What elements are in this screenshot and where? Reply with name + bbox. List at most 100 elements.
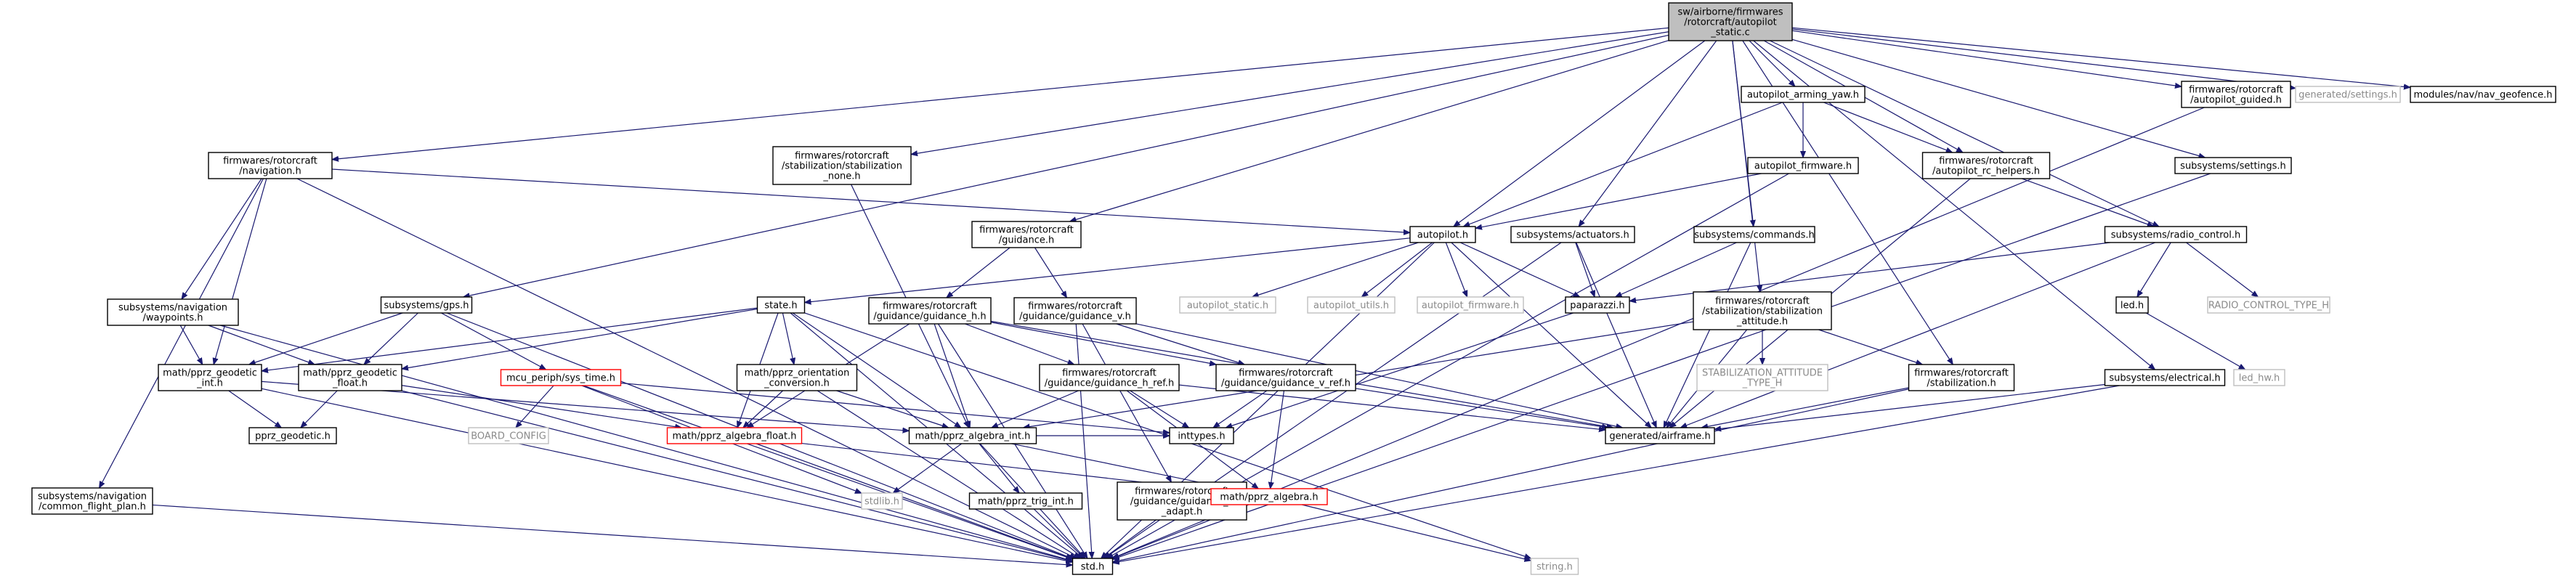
node-math-pprz-orientation-conversion-h[interactable]: math/pprz_orientation_conversion.h: [736, 364, 858, 391]
node-label-line: string.h: [1536, 562, 1573, 573]
node-math-pprz-algebra-h[interactable]: math/pprz_algebra.h: [1210, 488, 1328, 505]
node-subsystems-navigation-common-flight-plan-h[interactable]: subsystems/navigation/common_flight_plan…: [31, 487, 153, 515]
node-math-pprz-geodetic-float-h[interactable]: math/pprz_geodetic_float.h: [298, 364, 402, 391]
edge-n1-to-n26: [182, 178, 262, 299]
edge-n8-to-n14: [2022, 178, 2153, 227]
node-box: [298, 364, 402, 391]
node-autopilot-arming-yaw-h[interactable]: autopilot_arming_yaw.h: [1741, 86, 1866, 103]
node-firmwares-rotorcraft-autopilot-rc-helpers-h[interactable]: firmwares/rotorcraft/autopilot_rc_helper…: [1921, 152, 2051, 179]
node-autopilot-utils-h: autopilot_utils.h: [1307, 296, 1396, 314]
edge-n17-to-n40: [933, 323, 970, 428]
node-label-line: std.h: [1081, 562, 1105, 573]
node-box: [2104, 369, 2226, 386]
node-math-pprz-algebra-int-h[interactable]: math/pprz_algebra_int.h: [908, 427, 1037, 444]
node-label-line: firmwares/rotorcraft: [1028, 301, 1122, 312]
node-subsystems-electrical-h[interactable]: subsystems/electrical.h: [2104, 369, 2226, 386]
node-firmwares-rotorcraft-guidance-guidance-v-h[interactable]: firmwares/rotorcraft/guidance/guidance_v…: [1013, 297, 1137, 325]
node-firmwares-rotorcraft-guidance-guidance-h-h[interactable]: firmwares/rotorcraft/guidance/guidance_h…: [868, 297, 992, 325]
edge-n31-to-n41: [1130, 390, 1189, 428]
node-box: [2104, 226, 2248, 243]
node-label-line: subsystems/radio_control.h: [2111, 230, 2240, 241]
node-std-h[interactable]: std.h: [1072, 558, 1114, 575]
node-firmwares-rotorcraft-navigation-h[interactable]: firmwares/rotorcraft/navigation.h: [208, 152, 333, 179]
node-label-line: state.h: [764, 301, 797, 312]
edge-n27-to-n37: [228, 390, 282, 428]
node-label-line: /guidance/guidance_v_ref.h: [1221, 378, 1350, 389]
edge-n44-to-n48: [1033, 508, 1085, 558]
node-subsystems-radio-control-h[interactable]: subsystems/radio_control.h: [2104, 226, 2248, 243]
node-label-line: subsystems/navigation: [38, 492, 147, 502]
node-box: [1417, 296, 1524, 314]
node-box: [2181, 81, 2291, 108]
node-box: [1565, 296, 1630, 314]
edge-n10-to-n18: [1034, 247, 1066, 298]
nodes-layer: sw/airborne/firmwares/rotorcraft/autopil…: [31, 2, 2556, 575]
node-modules-nav-nav-geofence-h[interactable]: modules/nav/nav_geofence.h: [2410, 86, 2556, 103]
edge-n15-to-n28: [364, 312, 418, 365]
edge-n30-to-n39: [743, 390, 784, 428]
node-label-line: firmwares/rotorcraft: [1062, 368, 1157, 379]
node-firmwares-rotorcraft-guidance-guidance-v-ref-h[interactable]: firmwares/rotorcraft/guidance/guidance_v…: [1215, 364, 1356, 391]
node-firmwares-rotorcraft-stabilization-h[interactable]: firmwares/rotorcraft/stabilization.h: [1908, 364, 2015, 391]
edge-n34-to-n42: [1701, 387, 1909, 428]
node-label-line: autopilot_arming_yaw.h: [1747, 90, 1859, 101]
node-label-line: math/pprz_algebra.h: [1220, 492, 1318, 503]
node-box: [861, 492, 903, 510]
node-math-pprz-trig-int-h[interactable]: math/pprz_trig_int.h: [968, 492, 1083, 510]
node-box: [1072, 558, 1114, 575]
node-math-pprz-geodetic-int-h[interactable]: math/pprz_geodetic_int.h: [158, 364, 262, 391]
node-firmwares-rotorcraft-stabilization-stabilization-none-h[interactable]: firmwares/rotorcraft/stabilization/stabi…: [772, 146, 912, 185]
node-label-line: /guidance/guidance_h.h: [873, 312, 986, 322]
node-pprz-geodetic-h[interactable]: pprz_geodetic.h: [248, 427, 337, 444]
node-box: [1039, 364, 1180, 391]
node-box: [1013, 297, 1137, 325]
node-subsystems-navigation-waypoints-h[interactable]: subsystems/navigation/waypoints.h: [107, 298, 239, 326]
node-box: [1921, 152, 2051, 179]
edge-n11-to-n42: [1451, 242, 1651, 428]
node-label-line: /autopilot_guided.h: [2190, 95, 2282, 106]
node-subsystems-settings-h[interactable]: subsystems/settings.h: [2174, 157, 2292, 174]
node-subsystems-gps-h[interactable]: subsystems/gps.h: [380, 296, 473, 314]
node-box: [1908, 364, 2015, 391]
node-math-pprz-algebra-float-h[interactable]: math/pprz_algebra_float.h: [666, 427, 803, 444]
node-box: [1605, 427, 1715, 444]
node-firmwares-rotorcraft-autopilot-guided-h[interactable]: firmwares/rotorcraft/autopilot_guided.h: [2181, 81, 2291, 108]
edge-n35-to-n42: [1714, 383, 2105, 429]
node-firmwares-rotorcraft-guidance-guidance-h-ref-h[interactable]: firmwares/rotorcraft/guidance/guidance_h…: [1039, 364, 1180, 391]
node-label-line: subsystems/actuators.h: [1516, 230, 1629, 241]
node-mcu-periph-sys-time-h[interactable]: mcu_periph/sys_time.h: [500, 369, 622, 386]
node-stabilization-attitude-type-h: STABILIZATION_ATTITUDE_TYPE_H: [1696, 364, 1828, 391]
node-autopilot-firmware-h[interactable]: autopilot_firmware.h: [1747, 157, 1859, 174]
edge-n18-to-n45: [1082, 323, 1171, 482]
node-box: [756, 296, 806, 314]
node-label-line: subsystems/electrical.h: [2109, 373, 2220, 384]
edge-n14-to-n42: [1680, 242, 2156, 428]
node-state-h[interactable]: state.h: [756, 296, 806, 314]
edge-n40-to-n44: [979, 443, 1019, 493]
node-label-line: subsystems/navigation: [118, 303, 227, 314]
node-led-h[interactable]: led.h: [2115, 296, 2149, 314]
node-box: [1693, 226, 1815, 243]
edge-n13-to-n22: [1615, 242, 1737, 298]
node-label-line: _attitude.h: [1736, 317, 1788, 327]
node-label-line: autopilot_static.h: [1187, 301, 1268, 312]
node-sw-airborne-firmwares-rotorcraft-autopilot-static-c[interactable]: sw/airborne/firmwares/rotorcraft/autopil…: [1668, 2, 1793, 41]
node-subsystems-actuators-h[interactable]: subsystems/actuators.h: [1510, 226, 1635, 243]
node-firmwares-rotorcraft-guidance-h[interactable]: firmwares/rotorcraft/guidance.h: [971, 221, 1082, 248]
node-firmwares-rotorcraft-stabilization-stabilization-attitude-h[interactable]: firmwares/rotorcraft/stabilization/stabi…: [1693, 291, 1832, 330]
edge-n0-to-n15: [463, 34, 1669, 297]
node-label-line: firmwares/rotorcraft: [1135, 487, 1229, 497]
edge-n16-to-n40: [792, 312, 961, 428]
node-inttypes-h[interactable]: inttypes.h: [1169, 427, 1234, 444]
node-paparazzi-h[interactable]: paparazzi.h: [1565, 296, 1630, 314]
edge-n26-to-n28: [208, 325, 315, 365]
node-label-line: BOARD_CONFIG: [471, 431, 546, 442]
node-label-line: firmwares/rotorcraft: [979, 225, 1074, 236]
node-box: [736, 364, 858, 391]
node-subsystems-commands-h[interactable]: subsystems/commands.h: [1693, 226, 1815, 243]
edge-n0-to-n4: [1791, 30, 2182, 86]
node-generated-airframe-h[interactable]: generated/airframe.h: [1605, 427, 1715, 444]
node-autopilot-h[interactable]: autopilot.h: [1409, 226, 1476, 243]
node-label-line: firmwares/rotorcraft: [1914, 368, 2009, 379]
node-label-line: led_hw.h: [2239, 373, 2280, 384]
